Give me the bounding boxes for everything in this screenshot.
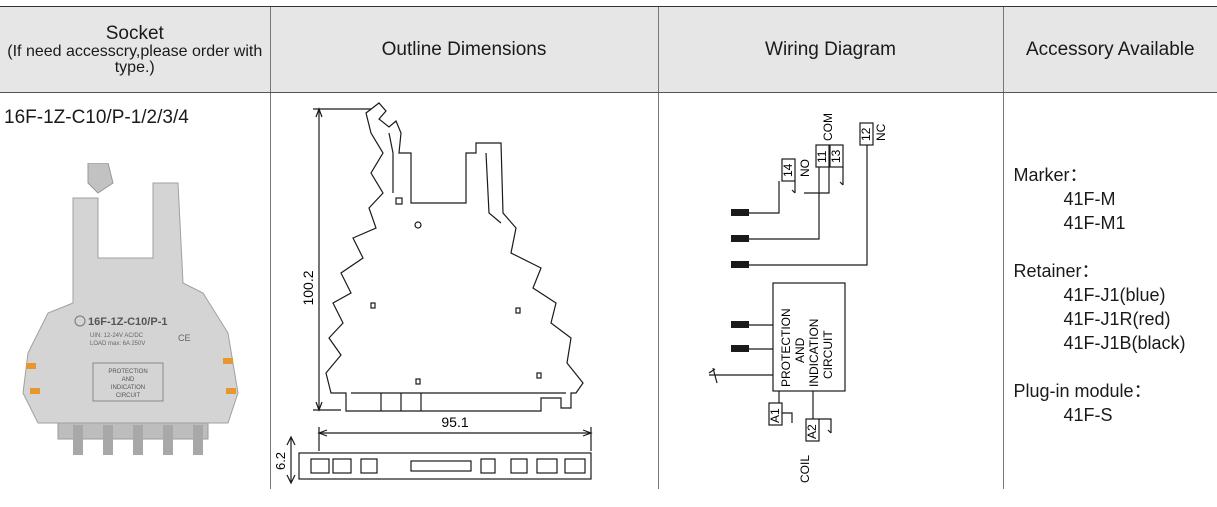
terminal-a2: A2	[805, 424, 819, 439]
product-box-2: AND	[122, 377, 135, 383]
accessory-item: 41F-J1(blue)	[1063, 285, 1166, 305]
accessory-item: 41F-M1	[1063, 213, 1126, 233]
label-no: NO	[798, 159, 812, 177]
accessory-item: 41F-J1B(black)	[1063, 333, 1186, 353]
socket-model: 16F-1Z-C10/P-1/2/3/4	[4, 107, 189, 128]
socket-cell: 16F-1Z-C10/P-1/2/3/4	[0, 93, 270, 490]
ce-mark-icon: CE	[178, 333, 191, 343]
accessory-group-marker: Marker： 41F-M 41F-M1	[1014, 163, 1186, 235]
socket-product-illustration: 16F-1Z-C10/P-1 UIN: 12-24V AC/DC LOAD ma…	[22, 163, 239, 455]
label-nc: NC	[874, 123, 888, 141]
accessory-item: 41F-J1R(red)	[1063, 309, 1171, 329]
socket-spec-table: Socket (If need accesscry,please order w…	[0, 6, 1217, 489]
header-row: Socket (If need accesscry,please order w…	[0, 6, 1217, 93]
accessory-group-plugin: Plug-in module： 41F-S	[1014, 379, 1186, 427]
outline-depth-label: 6.2	[273, 452, 288, 470]
header-wiring: Wiring Diagram	[657, 6, 1003, 93]
protection-box-line-1: PROTECTION	[779, 308, 793, 387]
product-label: 16F-1Z-C10/P-1	[88, 316, 167, 328]
wiring-cell: 14 NO 11 13 COM 12 NC PROTECTION AND IND…	[657, 92, 1003, 489]
outline-cell: 100.2 95.1 6.2	[269, 92, 658, 489]
accessory-item: 41F-M	[1063, 189, 1116, 209]
accessory-group-retainer: Retainer： 41F-J1(blue) 41F-J1R(red) 41F-…	[1014, 259, 1186, 355]
header-socket-note: (If need accesscry,please order with typ…	[7, 43, 263, 76]
wire-terminals	[730, 209, 749, 352]
header-outline: Outline Dimensions	[269, 6, 658, 93]
product-box-1: PROTECTION	[108, 369, 147, 375]
header-socket-title: Socket	[105, 23, 164, 44]
wiring-diagram: 14 NO 11 13 COM 12 NC PROTECTION AND IND…	[708, 113, 888, 483]
terminal-12: 12	[859, 127, 873, 141]
product-rating-2: LOAD max: 6A 250V	[90, 341, 145, 347]
header-socket: Socket (If need accesscry,please order w…	[0, 6, 270, 93]
protection-box-line-2: AND	[793, 337, 807, 363]
product-box-4: CIRCUIT	[116, 393, 141, 399]
outline-drawing: 100.2 95.1 6.2	[273, 102, 593, 485]
terminal-13: 13	[829, 149, 843, 163]
product-box-3: INDICATION	[111, 385, 145, 391]
coil-label: COIL	[798, 455, 812, 483]
content-row: 16F-1Z-C10/P-1/2/3/4	[0, 92, 1217, 490]
accessory-group-title: Retainer：	[1013, 261, 1100, 281]
label-com: COM	[821, 113, 835, 141]
header-accessory: Accessory Available	[1002, 6, 1217, 93]
protection-box-line-4: CIRCUIT	[821, 330, 835, 379]
terminal-a1: A1	[768, 408, 782, 423]
product-logo-icon	[74, 315, 86, 327]
protection-box-line-3: INDICATION	[807, 319, 821, 387]
accessory-group-title: Plug-in module：	[1013, 381, 1152, 401]
outline-width-label: 95.1	[441, 414, 468, 430]
accessory-cell: Marker： 41F-M 41F-M1 Retainer： 41F-J1(bl…	[1002, 92, 1217, 489]
terminal-14: 14	[781, 163, 795, 177]
outline-height-label: 100.2	[300, 270, 316, 305]
product-rating-1: UIN: 12-24V AC/DC	[90, 333, 144, 339]
accessory-item: 41F-S	[1063, 405, 1113, 425]
accessory-group-title: Marker：	[1013, 165, 1088, 185]
terminal-11: 11	[815, 150, 829, 163]
accessory-list: Marker： 41F-M 41F-M1 Retainer： 41F-J1(bl…	[1014, 163, 1186, 451]
